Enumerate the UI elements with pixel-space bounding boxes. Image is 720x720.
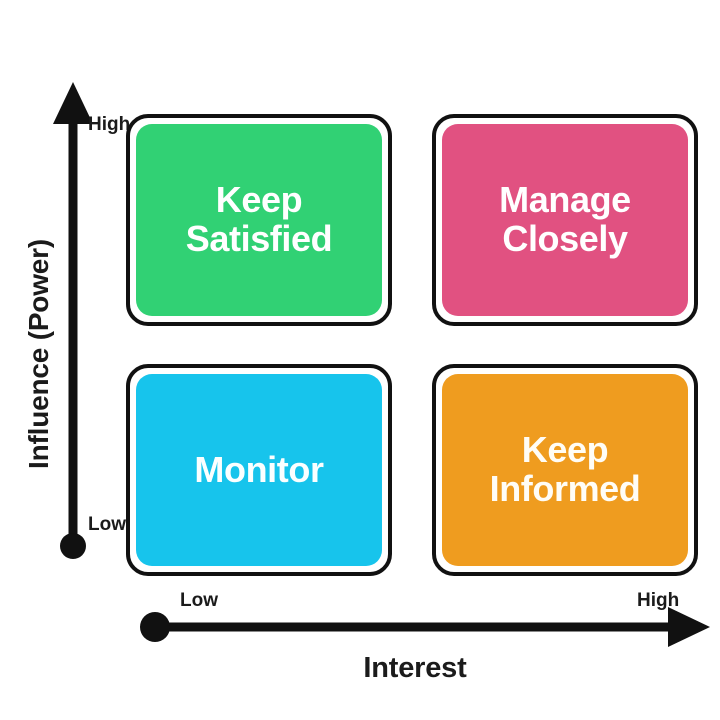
quadrant-manage-closely[interactable]: Manage Closely [432,114,698,326]
x-axis: Low High Interest [130,590,720,700]
quadrant-fill-manage-closely: Manage Closely [442,124,688,316]
quadrant-fill-keep-informed: Keep Informed [442,374,688,566]
quadrant-monitor[interactable]: Monitor [126,364,392,576]
x-axis-tick-high: High [637,590,680,611]
quadrant-label-keep-informed: Keep Informed [489,429,641,509]
y-axis: High Low Influence (Power) [0,70,150,570]
quadrant-label-keep-satisfied: Keep Satisfied [185,179,333,259]
y-axis-label: Influence (Power) [23,239,54,469]
y-axis-tick-low: Low [88,514,126,535]
x-axis-label: Interest [363,652,467,684]
right-arrow-icon [140,607,710,647]
y-axis-tick-high: High [88,114,131,135]
quadrant-keep-satisfied[interactable]: Keep Satisfied [126,114,392,326]
quadrant-label-manage-closely: Manage Closely [499,179,631,259]
quadrant-label-monitor: Monitor [194,448,324,490]
quadrant-fill-keep-satisfied: Keep Satisfied [136,124,382,316]
quadrant-fill-monitor: Monitor [136,374,382,566]
x-axis-tick-low: Low [180,590,218,611]
quadrant-grid: Keep Satisfied Manage Closely Monitor Ke… [126,114,698,576]
quadrant-keep-informed[interactable]: Keep Informed [432,364,698,576]
up-arrow-icon [53,82,93,559]
